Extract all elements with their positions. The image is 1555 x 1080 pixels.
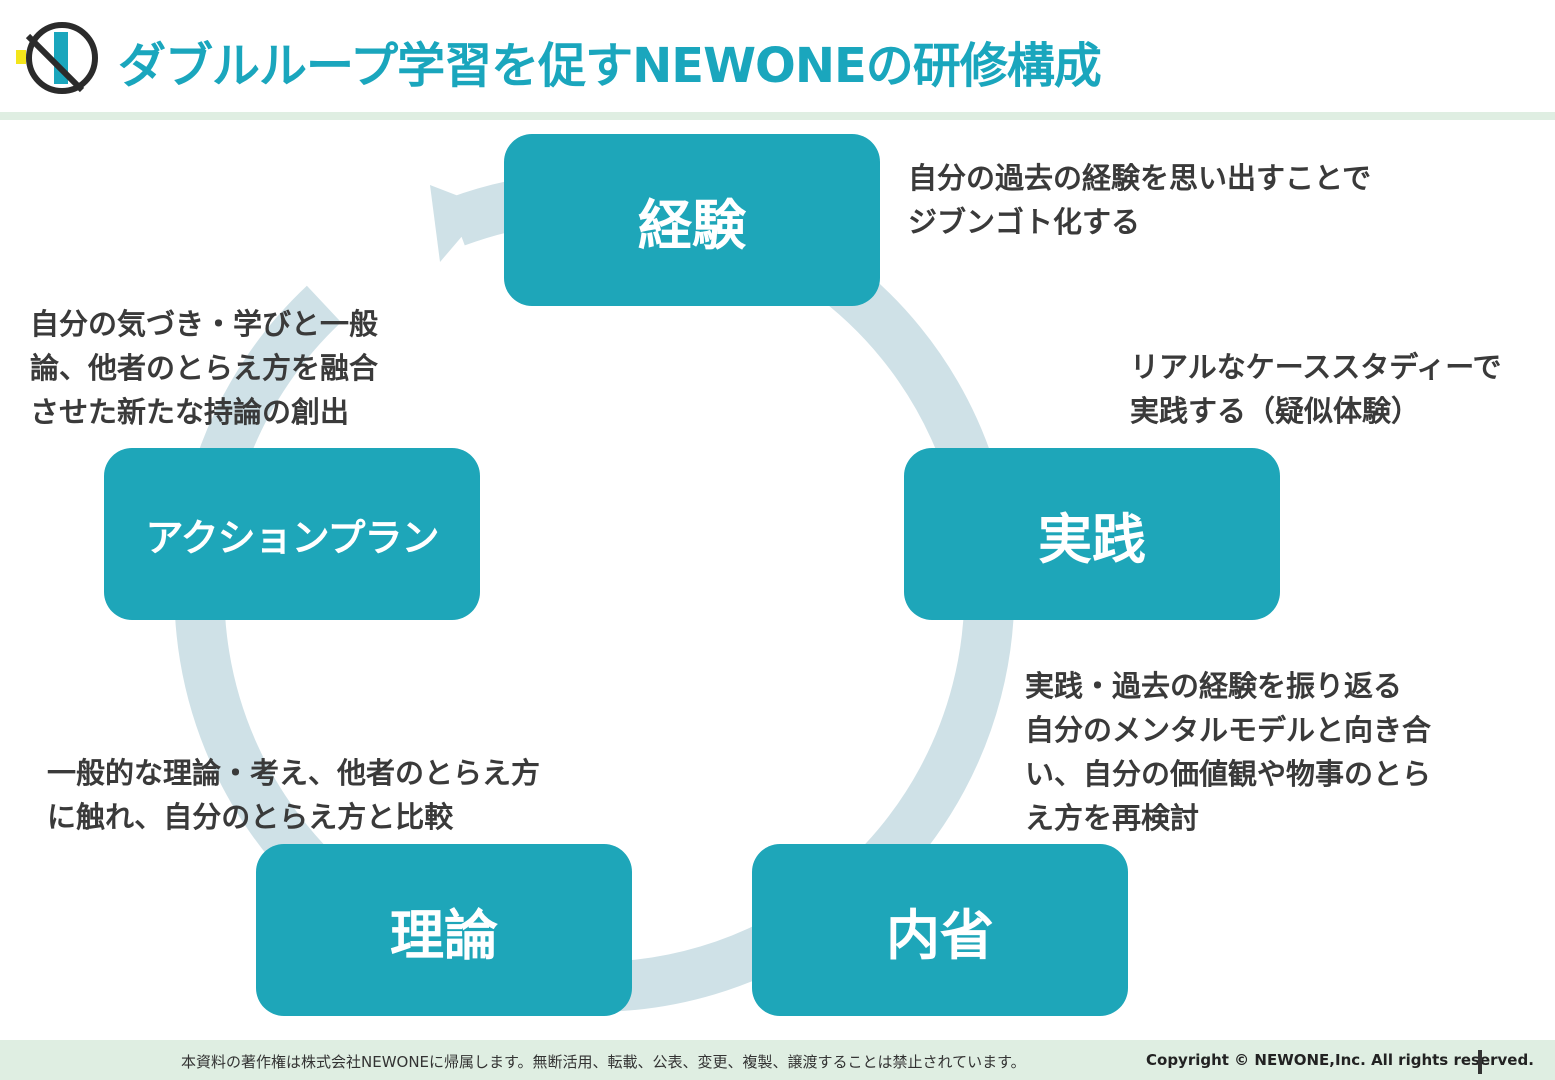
description-line: ジブンゴト化する [908,205,1141,239]
stage-practice-label: 実践 [1038,507,1146,571]
description-line: 自分のメンタルモデルと向き合 [1025,713,1432,747]
cycle-arrowhead [430,185,487,262]
stage-action-plan-label: アクションプラン [145,515,440,560]
description-practice: リアルなケーススタディーで 実践する（疑似体験） [1130,345,1502,433]
copyright-line: Copyright © NEWONE,Inc. All rights reser… [1146,1051,1534,1069]
newone-logo [16,22,98,94]
header: ダブルループ学習を促すNEWONEの研修構成 [0,0,1555,112]
stage-theory: 理論 [256,844,632,1016]
stage-practice: 実践 [904,448,1280,620]
description-line: え方を再検討 [1025,801,1200,835]
description-line: 自分の過去の経験を思い出すことで [908,161,1372,195]
description-line: 自分の気づき・学びと一般 [30,307,379,341]
description-line: 一般的な理論・考え、他者のとらえ方 [47,756,541,790]
stage-reflection: 内省 [752,844,1128,1016]
description-line: 実践する（疑似体験） [1130,394,1421,428]
stage-action-plan: アクションプラン [104,448,480,620]
description-line: させた新たな持論の創出 [30,395,350,429]
stage-theory-label: 理論 [390,903,498,967]
description-line: 実践・過去の経験を振り返る [1025,669,1403,703]
page-marker [1478,1050,1482,1074]
footer: 本資料の著作権は株式会社NEWONEに帰属します。無断活用、転載、公表、変更、複… [0,1040,1555,1080]
description-experience: 自分の過去の経験を思い出すことで ジブンゴト化する [908,156,1371,244]
description-action-plan: 自分の気づき・学びと一般 論、他者のとらえ方を融合 させた新たな持論の創出 [30,302,378,434]
description-line: に触れ、自分のとらえ方と比較 [47,800,454,834]
page-title: ダブルループ学習を促すNEWONEの研修構成 [118,38,1102,94]
stage-experience-label: 経験 [638,193,746,257]
description-theory: 一般的な理論・考え、他者のとらえ方 に触れ、自分のとらえ方と比較 [47,751,540,839]
header-divider [0,112,1555,120]
description-line: リアルなケーススタディーで [1130,350,1502,384]
description-line: い、自分の価値観や物事のとら [1025,757,1432,791]
copyright-notice: 本資料の著作権は株式会社NEWONEに帰属します。無断活用、転載、公表、変更、複… [181,1053,1026,1071]
stage-reflection-label: 内省 [886,903,994,967]
stage-experience: 経験 [504,134,880,306]
description-line: 論、他者のとらえ方を融合 [30,351,379,385]
description-reflection: 実践・過去の経験を振り返る 自分のメンタルモデルと向き合 い、自分の価値観や物事… [1025,664,1431,840]
